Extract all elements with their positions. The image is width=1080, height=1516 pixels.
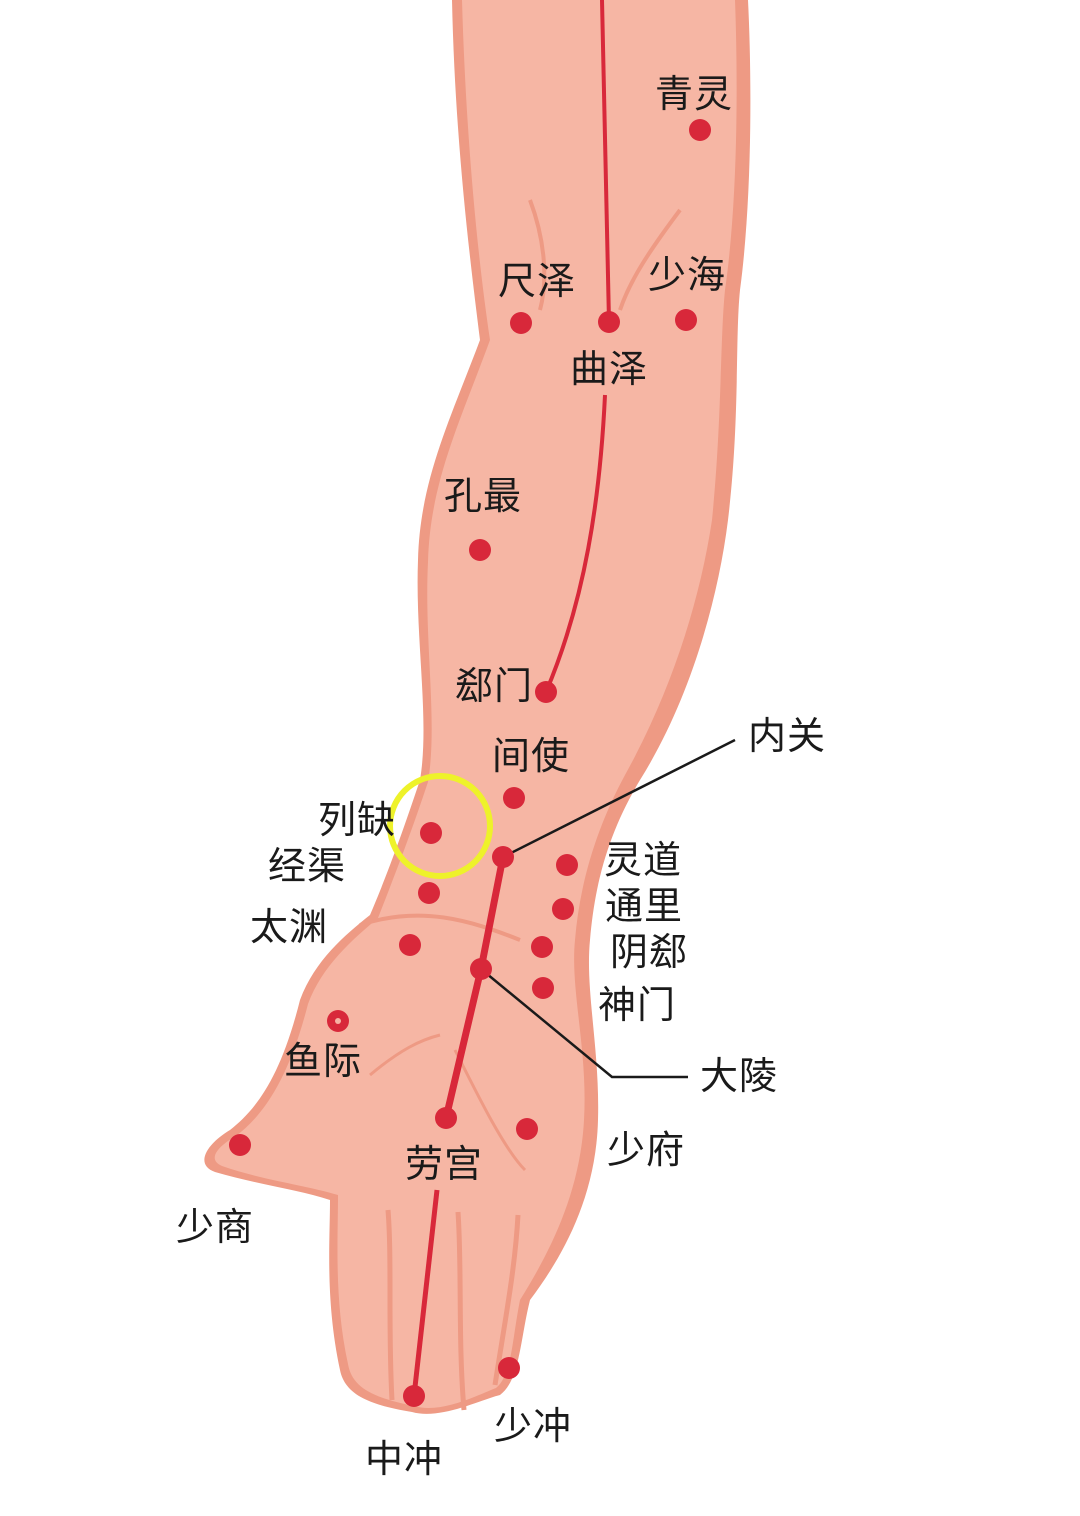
point-shaohai <box>675 309 697 331</box>
point-chize <box>510 312 532 334</box>
point-tongli <box>552 898 574 920</box>
label-shaochong: 少冲 <box>494 1404 573 1448</box>
point-yuji <box>327 1010 349 1032</box>
point-lieque <box>420 822 442 844</box>
label-shaohai: 少海 <box>648 253 727 297</box>
meridian-line-forearm <box>544 394 607 693</box>
label-zhongchong: 中冲 <box>365 1437 444 1481</box>
point-lingdao <box>556 854 578 876</box>
label-quze: 曲泽 <box>570 347 649 391</box>
point-shaofu <box>516 1118 538 1140</box>
point-daling <box>470 958 492 980</box>
label-jingqu: 经渠 <box>268 844 347 888</box>
elbow-crease-2 <box>618 208 682 311</box>
highlight-ring-lieque <box>387 773 493 879</box>
label-kongzui: 孔最 <box>444 474 523 518</box>
point-shenmen <box>532 977 554 999</box>
finger-crease-1 <box>385 1209 395 1401</box>
elbow-crease-1 <box>528 199 547 311</box>
point-jingqu <box>418 882 440 904</box>
palm-crease-1 <box>369 1033 441 1077</box>
label-lieque: 列缺 <box>318 798 397 842</box>
point-quze <box>598 311 620 333</box>
point-qingling <box>689 119 711 141</box>
label-jianshi: 间使 <box>492 734 571 778</box>
label-ximen: 郄门 <box>455 664 534 708</box>
label-shenmen: 神门 <box>598 983 677 1027</box>
label-yuji: 鱼际 <box>284 1039 363 1083</box>
meridian-line-finger <box>411 1189 440 1397</box>
label-shaoshang: 少商 <box>176 1205 255 1249</box>
point-shaochong <box>498 1357 520 1379</box>
point-neiguan <box>492 846 514 868</box>
finger-crease-2 <box>455 1211 467 1411</box>
label-laogong: 劳宫 <box>405 1142 484 1186</box>
point-ximen <box>535 681 557 703</box>
point-kongzui <box>469 539 491 561</box>
point-laogong <box>435 1107 457 1129</box>
label-daling: 大陵 <box>700 1054 779 1098</box>
leader-line-daling <box>480 968 688 1079</box>
label-taiyuan: 太渊 <box>250 905 329 949</box>
point-zhongchong <box>403 1385 425 1407</box>
point-shaoshang <box>229 1134 251 1156</box>
label-qingling: 青灵 <box>655 72 734 116</box>
arm-skin <box>214 0 737 1409</box>
palm-crease-2 <box>453 1049 527 1172</box>
thumb-crease <box>359 913 521 942</box>
label-neiguan: 内关 <box>748 714 827 758</box>
label-tongli: 通里 <box>605 884 684 928</box>
label-chize: 尺泽 <box>498 259 577 303</box>
meridian-line-upper <box>600 0 611 323</box>
label-yinxi: 阴郄 <box>610 930 689 974</box>
label-lingdao: 灵道 <box>604 838 683 882</box>
point-jianshi <box>503 787 525 809</box>
point-taiyuan <box>399 934 421 956</box>
point-yinxi <box>531 936 553 958</box>
label-shaofu: 少府 <box>607 1128 686 1172</box>
leader-line-neiguan <box>502 738 736 859</box>
